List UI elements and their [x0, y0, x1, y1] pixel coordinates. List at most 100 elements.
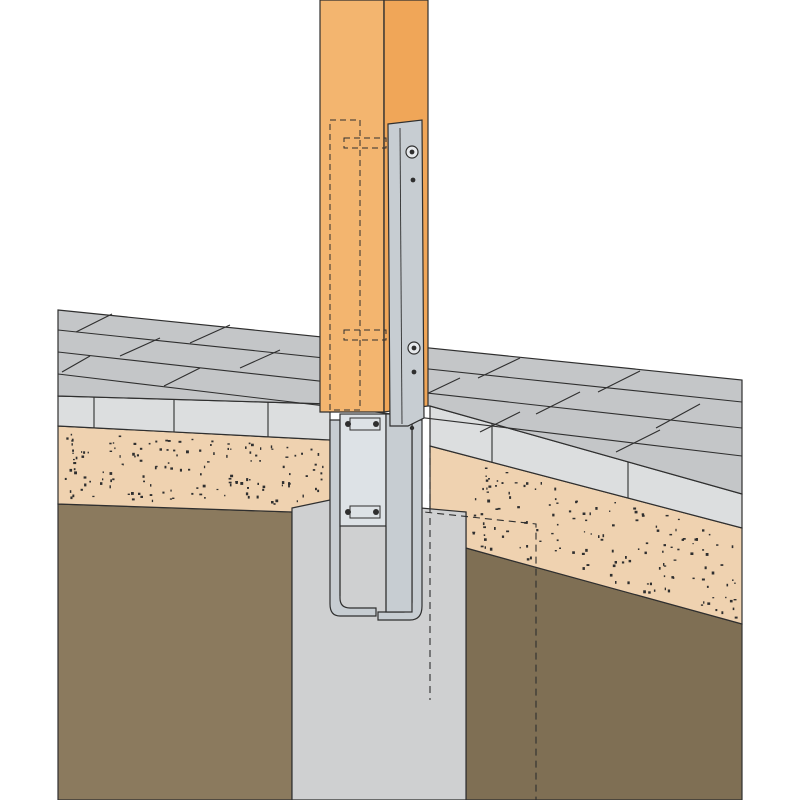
sand-speck: [281, 484, 283, 487]
anchor-bolt-icon: [373, 509, 379, 515]
sand-speck: [64, 477, 67, 480]
sand-speck: [646, 583, 649, 585]
concrete-footing: [291, 499, 467, 800]
sand-speck: [665, 514, 669, 517]
soil-front-left: [57, 503, 293, 800]
sand-speck: [89, 480, 91, 483]
sand-speck: [112, 478, 115, 481]
sand-speck: [312, 469, 316, 471]
sand-speck: [83, 476, 87, 479]
sand-speck: [301, 452, 303, 455]
sand-speck: [310, 448, 313, 451]
sand-speck: [645, 542, 649, 545]
sand-speck: [485, 475, 487, 477]
sand-speck: [72, 494, 75, 498]
sand-speck: [70, 496, 73, 500]
sand-speck: [670, 546, 673, 548]
sand-speck: [143, 480, 145, 483]
sand-speck: [656, 529, 660, 532]
sand-speck: [575, 500, 578, 504]
sand-speck: [526, 545, 529, 548]
sand-speck: [644, 551, 647, 555]
sand-speck: [708, 533, 711, 536]
sand-speck: [556, 539, 559, 542]
sand-speck: [484, 467, 488, 469]
sand-speck: [600, 538, 604, 541]
sand-speck: [164, 465, 167, 469]
sand-speck: [260, 447, 262, 450]
sand-speck: [501, 535, 505, 538]
sand-speck: [526, 482, 529, 485]
sand-speck: [275, 499, 279, 503]
sand-speck: [658, 567, 661, 570]
sand-speck: [711, 571, 715, 575]
sand-speck: [523, 484, 526, 488]
sand-speck: [726, 583, 729, 587]
sand-speck: [729, 599, 733, 603]
sand-speck: [539, 540, 542, 542]
sand-speck: [643, 590, 646, 594]
sand-speck: [672, 576, 675, 579]
sand-speck: [486, 487, 488, 490]
sand-speck: [204, 497, 206, 499]
sand-speck: [110, 479, 112, 483]
sand-speck: [288, 482, 291, 485]
sand-speck: [224, 494, 226, 497]
sand-speck: [314, 463, 317, 466]
sand-speck: [207, 461, 210, 463]
sand-speck: [585, 519, 588, 522]
sand-speck: [702, 529, 705, 532]
sand-speck: [509, 496, 512, 499]
sand-speck: [681, 538, 684, 541]
sand-speck: [611, 549, 614, 553]
sand-speck: [554, 498, 557, 501]
sand-speck: [595, 507, 598, 510]
sand-speck: [167, 462, 170, 464]
sand-speck: [703, 601, 705, 604]
sand-speck: [586, 564, 590, 566]
sand-speck: [700, 604, 704, 606]
sand-speck: [506, 530, 510, 533]
sand-speck: [228, 477, 232, 480]
sand-speck: [227, 443, 230, 445]
sand-speck: [612, 524, 615, 527]
sand-speck: [100, 482, 103, 485]
sand-speck: [72, 452, 74, 454]
sand-speck: [235, 481, 238, 483]
sand-speck: [609, 573, 613, 577]
sand-speck: [178, 440, 182, 443]
sand-speck: [692, 577, 695, 580]
sand-speck: [677, 548, 680, 551]
sand-speck: [322, 465, 324, 469]
sand-speck: [170, 489, 172, 492]
sand-speck: [526, 558, 530, 561]
sand-speck: [216, 488, 219, 491]
sand-speck: [662, 550, 664, 553]
sand-speck: [483, 534, 486, 536]
sand-speck: [154, 466, 157, 470]
sand-speck: [551, 532, 554, 535]
sand-speck: [262, 485, 266, 489]
sand-speck: [188, 468, 191, 471]
sand-speck: [102, 478, 104, 481]
sand-speck: [228, 481, 232, 484]
sand-speck: [583, 531, 586, 533]
sand-speck: [71, 438, 74, 442]
sand-speck: [721, 611, 724, 615]
sand-speck: [142, 475, 145, 478]
sand-speck: [305, 475, 308, 477]
side-plate-hole-icon: [411, 369, 417, 375]
sand-speck: [285, 456, 289, 458]
sand-speck: [715, 609, 718, 612]
sand-speck: [140, 495, 143, 498]
sand-speck: [671, 576, 674, 579]
sand-speck: [474, 498, 477, 501]
sand-speck: [702, 549, 705, 551]
sand-speck: [102, 471, 104, 474]
sand-speck: [581, 552, 585, 555]
sand-speck: [701, 578, 705, 581]
sand-speck: [248, 442, 251, 445]
sand-speck: [84, 483, 87, 487]
sand-speck: [131, 498, 135, 501]
